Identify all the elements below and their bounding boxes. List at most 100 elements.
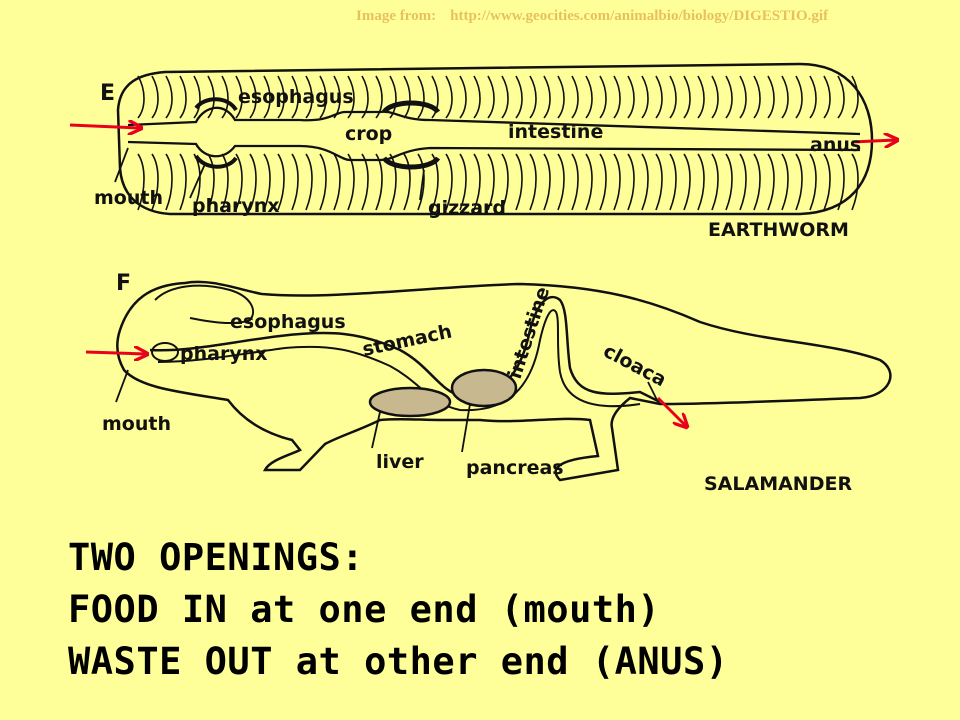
earthworm-segment-ring (151, 75, 159, 119)
earthworm-segment-ring (515, 153, 523, 211)
earthworm-segment-ring (697, 153, 705, 211)
earthworm-segment-ring (165, 75, 173, 119)
salamander-label-esophagus: esophagus (230, 311, 346, 333)
earthworm-gizzard-shape (381, 100, 441, 170)
earthworm-segment-ring (795, 75, 803, 119)
earthworm-pharynx-shape (194, 97, 238, 169)
earthworm-segment-ring (361, 153, 369, 211)
earthworm-segment-ring (375, 153, 383, 211)
earthworm-segment-ring (725, 153, 733, 211)
earthworm-label-intestine: intestine (508, 121, 603, 143)
earthworm-segment-ring (837, 153, 845, 211)
earthworm-segment-ring (459, 75, 467, 119)
earthworm-segment-ring (683, 153, 691, 211)
earthworm-segment-ring (697, 75, 705, 119)
salamander-label-pharynx: pharynx (180, 343, 268, 365)
earthworm-segment-ring (557, 153, 565, 211)
earthworm-segment-ring (543, 153, 551, 211)
earthworm-tract-upper (127, 106, 861, 136)
earthworm-segment-ring (249, 153, 257, 211)
earthworm-anus-arrow (851, 140, 896, 142)
caption-line-2: FOOD IN at one end (mouth) (68, 588, 661, 631)
earthworm-segment-ring (389, 75, 397, 119)
caption: TWO OPENINGS: FOOD IN at one end (mouth)… (68, 532, 729, 688)
earthworm-segment-ring (473, 75, 481, 119)
image-credit: Image from:http://www.geocities.com/anim… (356, 8, 828, 25)
earthworm-panel-letter: E (100, 81, 115, 106)
salamander-title: SALAMANDER (704, 473, 852, 495)
earthworm-label-anus: anus (810, 134, 861, 156)
earthworm-segment-ring (557, 75, 565, 119)
earthworm-segment-ring (431, 153, 439, 211)
earthworm-segment-ring (529, 75, 537, 119)
salamander-liver-shape (368, 386, 452, 418)
earthworm-segment-ring (403, 75, 411, 119)
digestive-diagrams: E esophagus crop intestine anus mouth ph… (69, 62, 960, 495)
earthworm-segment-ring (403, 153, 411, 211)
earthworm-segment-ring (809, 153, 817, 211)
earthworm-segment-ring (669, 153, 677, 211)
earthworm-segment-ring (277, 153, 285, 211)
earthworm-segment-ring (571, 153, 579, 211)
earthworm-segment-ring (655, 153, 663, 211)
earthworm-segment-ring (669, 75, 677, 119)
earthworm-segment-ring (781, 153, 789, 211)
earthworm-segment-ring (501, 153, 509, 211)
earthworm-segment-ring (417, 75, 425, 119)
earthworm-segment-ring (823, 153, 831, 211)
earthworm-segment-ring (487, 153, 495, 211)
salamander-label-liver: liver (376, 451, 424, 473)
earthworm-diagram: E esophagus crop intestine anus mouth ph… (69, 62, 896, 241)
earthworm-segment-ring (613, 75, 621, 119)
earthworm-segment-ring (347, 153, 355, 211)
earthworm-segment-ring (417, 153, 425, 211)
earthworm-label-pharynx: pharynx (192, 195, 280, 217)
earthworm-segment-ring (515, 75, 523, 119)
salamander-tract-inner (157, 309, 641, 412)
earthworm-segment-ring (571, 75, 579, 119)
earthworm-segment-ring (221, 153, 229, 211)
earthworm-segment-ring (179, 75, 187, 119)
earthworm-segment-ring (319, 75, 327, 119)
earthworm-title: EARTHWORM (708, 219, 849, 241)
earthworm-segment-ring (151, 153, 159, 211)
earthworm-segment-ring (137, 153, 145, 211)
earthworm-segment-ring (263, 153, 271, 211)
salamander-mouth-arrow (85, 352, 146, 354)
earthworm-segment-ring (767, 153, 775, 211)
earthworm-label-esophagus: esophagus (238, 86, 354, 108)
salamander-pancreas-shape (450, 368, 518, 408)
earthworm-segment-ring (781, 75, 789, 119)
earthworm-leader-lines (114, 147, 425, 201)
salamander-pharynx-shape (151, 342, 179, 362)
earthworm-segment-ring (543, 75, 551, 119)
earthworm-segment-ring (641, 75, 649, 119)
earthworm-mouth-arrow (69, 125, 140, 128)
earthworm-segment-ring (319, 153, 327, 211)
earthworm-segment-ring (473, 153, 481, 211)
salamander-diagram: F esophagus pharynx stomach intestine cl… (85, 271, 892, 495)
earthworm-segment-ring (529, 153, 537, 211)
salamander-label-mouth: mouth (102, 413, 171, 435)
earthworm-segment-ring (627, 153, 635, 211)
earthworm-segment-ring (487, 75, 495, 119)
earthworm-segment-ring (837, 75, 845, 119)
salamander-label-cloaca: cloaca (600, 340, 670, 391)
earthworm-segment-ring (445, 153, 453, 211)
earthworm-segment-ring (347, 75, 355, 119)
earthworm-segment-ring (333, 153, 341, 211)
earthworm-segment-ring (305, 153, 313, 211)
caption-line-3: WASTE OUT at other end (ANUS) (68, 640, 729, 683)
earthworm-segment-ring (277, 75, 285, 119)
earthworm-segment-ring (767, 75, 775, 119)
earthworm-segment-ring (501, 75, 509, 119)
earthworm-segment-ring (291, 153, 299, 211)
earthworm-segments (137, 75, 859, 211)
earthworm-segment-ring (641, 153, 649, 211)
earthworm-segment-ring (655, 75, 663, 119)
earthworm-segment-ring (585, 153, 593, 211)
earthworm-segment-ring (193, 75, 201, 119)
earthworm-segment-ring (445, 75, 453, 119)
earthworm-segment-ring (809, 75, 817, 119)
